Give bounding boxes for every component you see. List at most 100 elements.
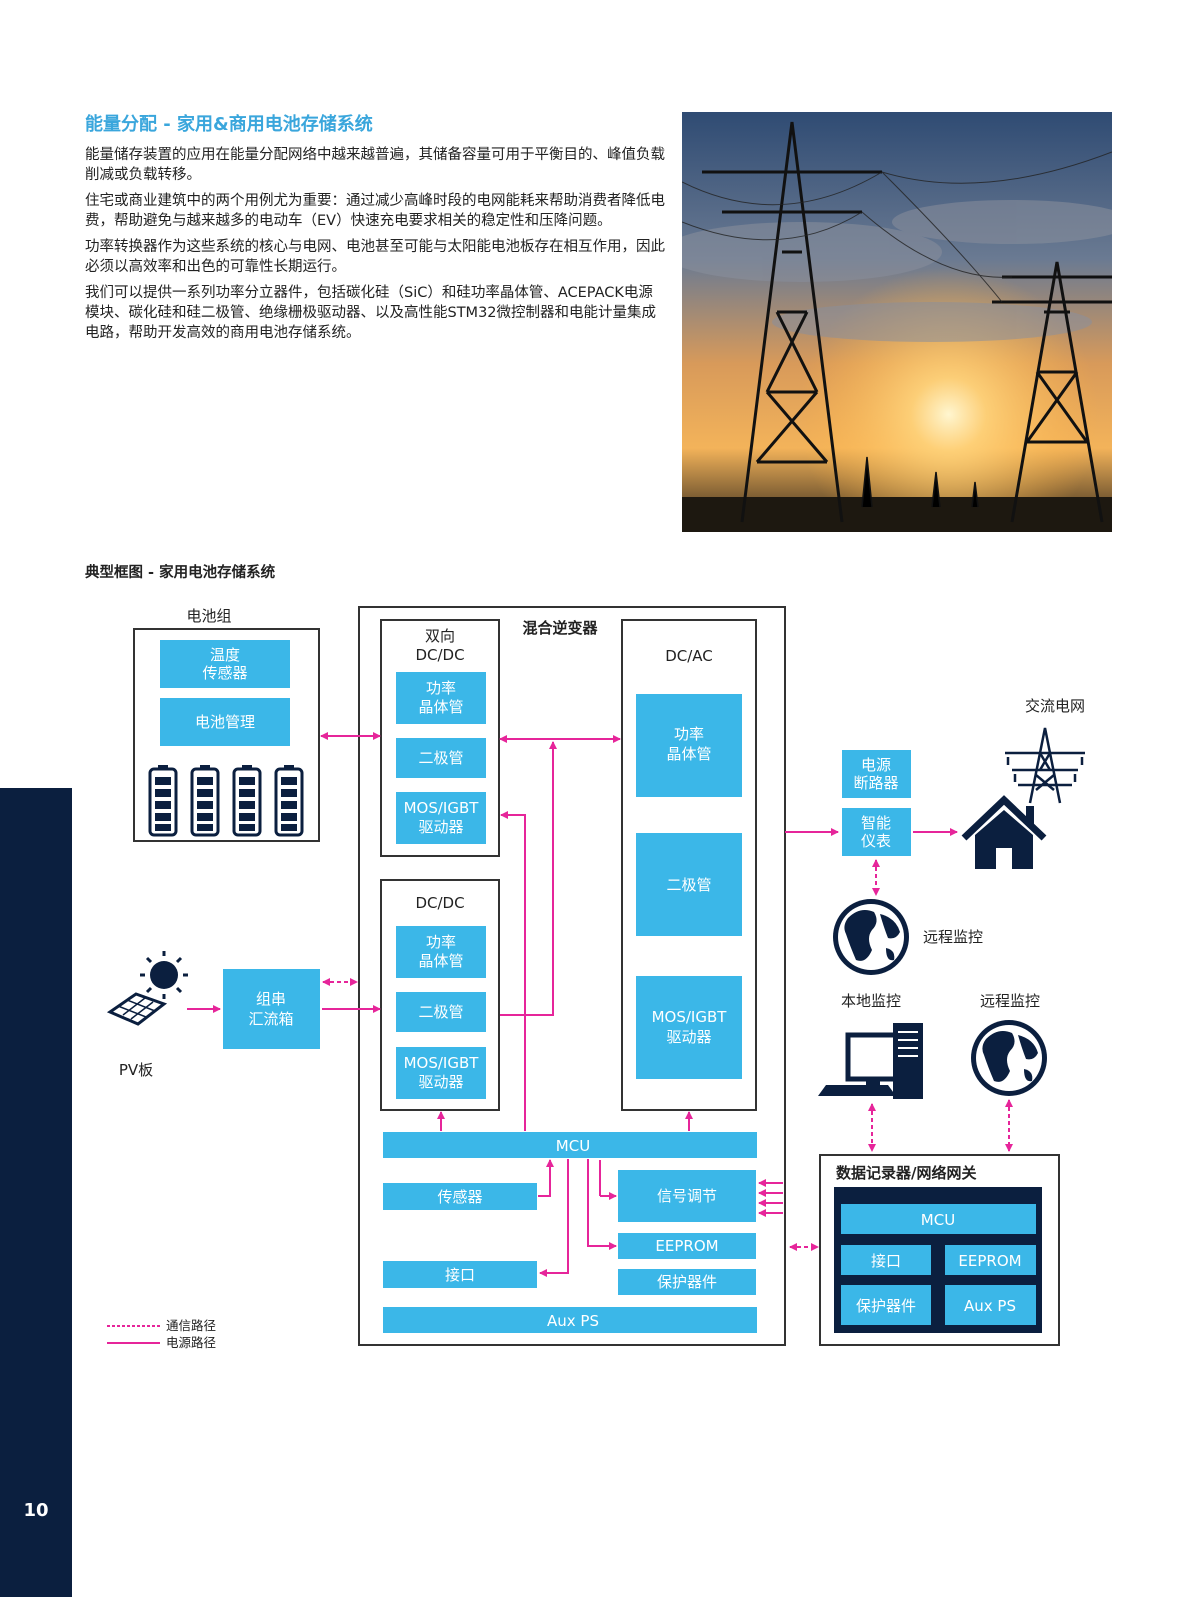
battery-pack-box xyxy=(133,628,320,842)
power-tower-photo xyxy=(682,112,1112,532)
smart-meter-text: 智能 xyxy=(861,814,891,832)
aux-ps-text: Aux PS xyxy=(547,1312,599,1330)
sensor-block xyxy=(383,1183,537,1210)
diagram-title: 典型框图 - 家用电池存储系统 xyxy=(85,565,276,581)
eeprom-text: EEPROM xyxy=(655,1237,718,1255)
pv-label: PV板 xyxy=(119,1061,153,1079)
gateway-protection-block xyxy=(841,1285,931,1325)
dcdc-box xyxy=(380,879,500,1111)
bidir-dcdc-label: 双向 xyxy=(425,627,455,645)
eeprom-block xyxy=(618,1233,756,1259)
sun-icon xyxy=(140,951,188,999)
section-title: 能量分配 - 家用&商用电池存储系统 xyxy=(85,114,373,135)
gateway-label: 数据记录器/网络网关 xyxy=(836,1164,976,1182)
combiner-block xyxy=(223,969,320,1049)
local-monitor-label: 本地监控 xyxy=(841,992,901,1010)
interface-text: 接口 xyxy=(445,1266,475,1284)
battery-pack-label: 电池组 xyxy=(186,607,231,625)
power-path xyxy=(587,1159,617,1250)
dcac-diode-block xyxy=(636,833,742,936)
gateway-aux-ps-block xyxy=(945,1285,1036,1325)
remote-monitor-label: 远程监控 xyxy=(923,928,983,946)
dcdc-label: DC/DC xyxy=(415,894,464,912)
temp-sensor-text: 传感器 xyxy=(202,664,247,682)
globe-icon xyxy=(833,899,909,975)
dcac-label: DC/AC xyxy=(665,647,713,665)
gateway-interface-text: 接口 xyxy=(871,1252,901,1270)
dcac-driver-block xyxy=(636,976,742,1079)
battery-icon xyxy=(148,765,304,837)
bidir-driver-text: 驱动器 xyxy=(418,818,463,836)
page-sidebar xyxy=(0,788,72,1597)
temp-sensor-text: 温度 xyxy=(210,646,240,664)
signal-cond-block xyxy=(618,1170,756,1222)
breaker-text: 断路器 xyxy=(853,774,898,792)
dcac-diode-text: 二极管 xyxy=(666,876,711,894)
dcdc-driver-text: MOS/IGBT xyxy=(404,1054,480,1072)
bidir-diode-text: 二极管 xyxy=(418,749,463,767)
remote-monitor-label-2: 远程监控 xyxy=(980,992,1040,1010)
dcdc-transistor-text: 功率 xyxy=(426,933,456,951)
dcac-driver-text: 驱动器 xyxy=(666,1028,711,1046)
house-icon xyxy=(961,795,1047,869)
dcac-transistor-text: 晶体管 xyxy=(666,745,711,763)
globe-icon xyxy=(971,1020,1047,1096)
power-path xyxy=(539,1159,569,1277)
legend-comm-label: 通信路径 xyxy=(166,1318,216,1333)
gateway-aux-ps-text: Aux PS xyxy=(964,1297,1016,1315)
bidir-dcdc-label: DC/DC xyxy=(415,646,464,664)
computer-icon xyxy=(818,1023,923,1099)
dcac-box xyxy=(621,619,757,1111)
sensor-text: 传感器 xyxy=(437,1188,482,1206)
gateway-eeprom-block xyxy=(945,1245,1036,1275)
dcdc-driver-text: 驱动器 xyxy=(418,1073,463,1091)
mcu-text: MCU xyxy=(556,1137,590,1155)
aux-ps-block xyxy=(383,1307,757,1333)
hybrid-inverter-box xyxy=(358,606,786,1346)
gateway-eeprom-text: EEPROM xyxy=(958,1252,1021,1270)
hybrid-inverter-label: 混合逆变器 xyxy=(522,619,598,637)
gateway-mcu-text: MCU xyxy=(921,1211,955,1229)
bidir-transistor-text: 功率 xyxy=(426,679,456,697)
bidir-transistor-block xyxy=(396,672,486,724)
paragraph: 住宅或商业建筑中的两个用例尤为重要：通过减少高峰时段的电网能耗来帮助消费者降低电… xyxy=(85,193,665,229)
dcdc-transistor-block xyxy=(396,926,486,978)
power-path xyxy=(500,811,526,1131)
legend-power-label: 电源路径 xyxy=(166,1335,216,1350)
bidir-diode-block xyxy=(396,738,486,778)
grid-label: 交流电网 xyxy=(1025,697,1085,715)
gateway-interface-block xyxy=(841,1245,931,1275)
power-tower-icon xyxy=(1005,727,1085,804)
power-path xyxy=(500,741,557,1016)
paragraph: 功率转换器作为这些系统的核心与电网、电池甚至可能与太阳能电池板存在相互作用，因此… xyxy=(85,239,665,275)
bms-text: 电池管理 xyxy=(195,713,255,731)
breaker-block xyxy=(842,750,911,798)
smart-meter-text: 仪表 xyxy=(861,832,891,850)
breaker-text: 电源 xyxy=(861,756,891,774)
dcdc-transistor-text: 晶体管 xyxy=(418,952,463,970)
dcac-transistor-text: 功率 xyxy=(674,725,704,743)
combiner-text: 汇流箱 xyxy=(248,1010,293,1028)
page-number: 10 xyxy=(23,1500,49,1521)
bms-block xyxy=(160,698,290,746)
dcdc-driver-block xyxy=(396,1047,486,1099)
power-path xyxy=(538,1159,554,1197)
paragraph: 我们可以提供一系列功率分立器件，包括碳化硅（SiC）和硅功率晶体管、ACEPAC… xyxy=(85,285,657,341)
gateway-protection-text: 保护器件 xyxy=(856,1297,916,1315)
body-text: 能量储存装置的应用在能量分配网络中越来越普遍，其储备容量可用于平衡目的、峰值负载… xyxy=(85,145,665,349)
paragraph: 能量储存装置的应用在能量分配网络中越来越普遍，其储备容量可用于平衡目的、峰值负载… xyxy=(85,147,665,183)
combiner-text: 组串 xyxy=(256,990,286,1008)
gateway-mcu-block xyxy=(841,1204,1036,1234)
bidir-driver-block xyxy=(396,792,486,844)
mcu-block xyxy=(383,1132,757,1158)
protection-text: 保护器件 xyxy=(657,1273,717,1291)
solar-panel-icon xyxy=(106,992,168,1026)
gateway-box xyxy=(819,1154,1060,1346)
bidir-driver-text: MOS/IGBT xyxy=(404,799,480,817)
dcdc-diode-text: 二极管 xyxy=(418,1003,463,1021)
temp-sensor-block xyxy=(160,640,290,688)
dcac-transistor-block xyxy=(636,694,742,797)
dcac-driver-text: MOS/IGBT xyxy=(652,1008,728,1026)
smart-meter-block xyxy=(842,808,911,856)
